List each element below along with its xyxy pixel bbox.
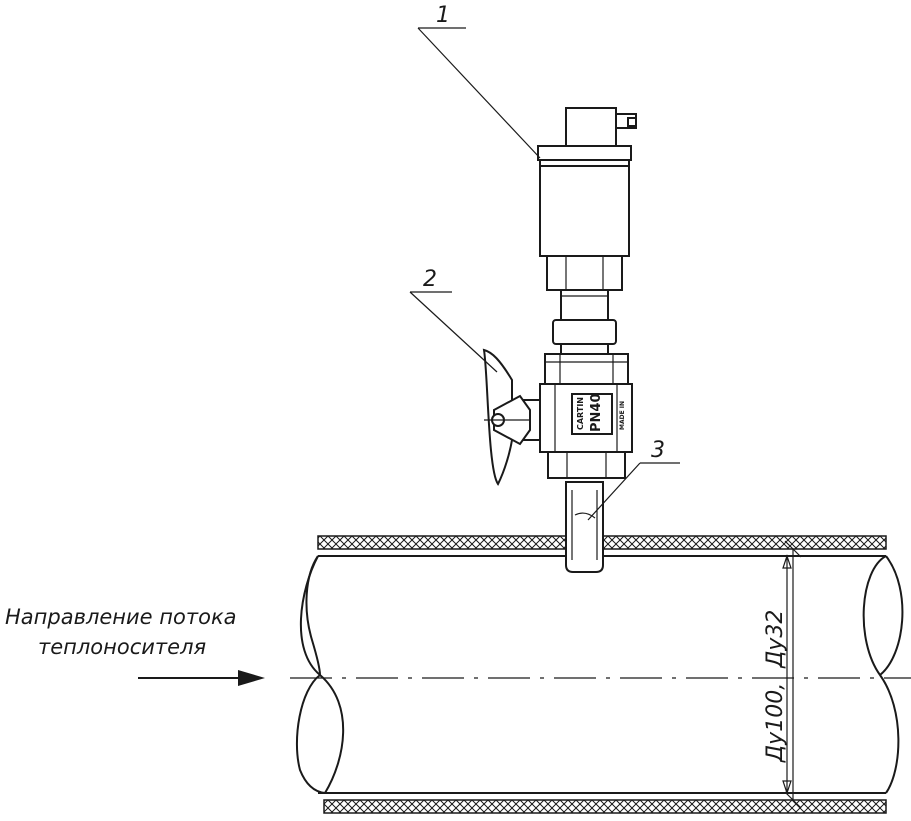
callout-1-number: 1 (436, 3, 450, 28)
valve-pn: PN40 (589, 394, 604, 433)
pipe-insulation-bottom (323, 799, 887, 814)
flow-arrowhead (238, 670, 265, 686)
thermowell (565, 481, 604, 573)
callout-3-number: 3 (651, 438, 665, 463)
pressure-sensor (537, 107, 637, 355)
flow-indicator: Направление потока теплоносителя (5, 605, 265, 686)
main-pipe (290, 535, 911, 814)
flow-label-line2: теплоносителя (38, 635, 206, 659)
ball-valve: CARTIN PN40 MADE IN (482, 348, 633, 486)
valve-brand: CARTIN (576, 397, 585, 430)
valve-made: MADE IN (619, 401, 626, 430)
callout-2: 2 (409, 267, 498, 373)
flow-label-line1: Направление потока (5, 605, 237, 629)
callout-2-number: 2 (423, 267, 437, 292)
dimension-group: Ду100, Ду32 (763, 540, 802, 809)
callout-3: 3 (587, 438, 680, 521)
callout-1: 1 (417, 3, 541, 159)
dim-outer-label: Ду100, Ду32 (763, 610, 788, 763)
